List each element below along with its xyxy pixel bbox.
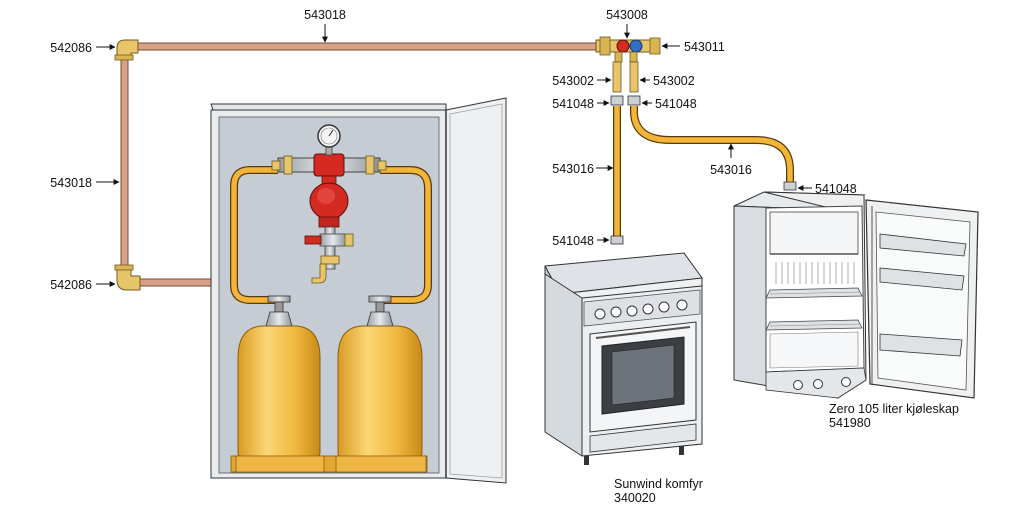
- label-elbow-bottom: 542086: [50, 278, 92, 292]
- fridge-door[interactable]: [865, 199, 979, 399]
- label-nipple-right: 543002: [653, 74, 695, 88]
- label-nipple-left: 543002: [552, 74, 594, 88]
- copper-pipe-vertical: [120, 52, 129, 271]
- cabinet-door[interactable]: [445, 97, 507, 484]
- stove-product-code: 340020: [614, 491, 656, 505]
- label-elbow-top: 542086: [50, 41, 92, 55]
- label-nut-left-top: 541048: [552, 97, 594, 111]
- elbow-fitting-top: [114, 39, 139, 61]
- label-hose-right: 543016: [710, 163, 752, 177]
- label-pipe-vertical: 543018: [50, 176, 92, 190]
- stove-gas-hose: [610, 106, 624, 245]
- gas-cylinder-left: [235, 295, 325, 473]
- stove-knob-row[interactable]: [594, 299, 688, 320]
- gas-regulator: [271, 124, 387, 284]
- nipple-fitting-left: [612, 61, 622, 93]
- fridge-gas-hose: [630, 106, 797, 191]
- fridge-shelf-lower: [765, 319, 863, 331]
- label-nut-stove: 541048: [552, 234, 594, 248]
- copper-pipe-top: [135, 42, 599, 51]
- fridge-product-name: Zero 105 liter kjøleskap: [829, 402, 959, 416]
- fridge: [733, 191, 979, 399]
- stove-product-name: Sunwind komfyr: [614, 477, 703, 491]
- label-pipe-top: 543018: [304, 8, 346, 22]
- label-nut-right-top: 541048: [655, 97, 697, 111]
- fridge-freezer-compartment: [769, 211, 859, 255]
- label-valve-block: 543008: [606, 8, 648, 22]
- gas-cylinder-right: [335, 295, 427, 473]
- shutoff-valve-handle[interactable]: [304, 235, 322, 245]
- hose-nut-left-top: [610, 95, 624, 106]
- fridge-product-code: 541980: [829, 416, 871, 430]
- nipple-fitting-right: [629, 61, 639, 93]
- elbow-fitting-bottom: [114, 264, 141, 291]
- label-valve-plug: 543011: [684, 40, 725, 54]
- fridge-cooling-fins: [775, 262, 855, 284]
- distribution-valve-block[interactable]: [595, 36, 661, 63]
- leader-lines: [96, 24, 812, 287]
- label-nut-fridge: 541048: [815, 182, 857, 196]
- label-hose-left: 543016: [552, 162, 594, 176]
- stove: [544, 252, 703, 465]
- cylinder-hoses: [230, 166, 432, 304]
- fridge-control-knobs[interactable]: [793, 377, 851, 390]
- fridge-shelf-upper: [765, 287, 863, 299]
- hose-nut-right-top: [627, 95, 641, 106]
- pressure-gauge: [317, 124, 341, 148]
- part-labels: 543018 543008 543011 543002 543002 54104…: [50, 8, 959, 505]
- oven-door[interactable]: [589, 321, 697, 433]
